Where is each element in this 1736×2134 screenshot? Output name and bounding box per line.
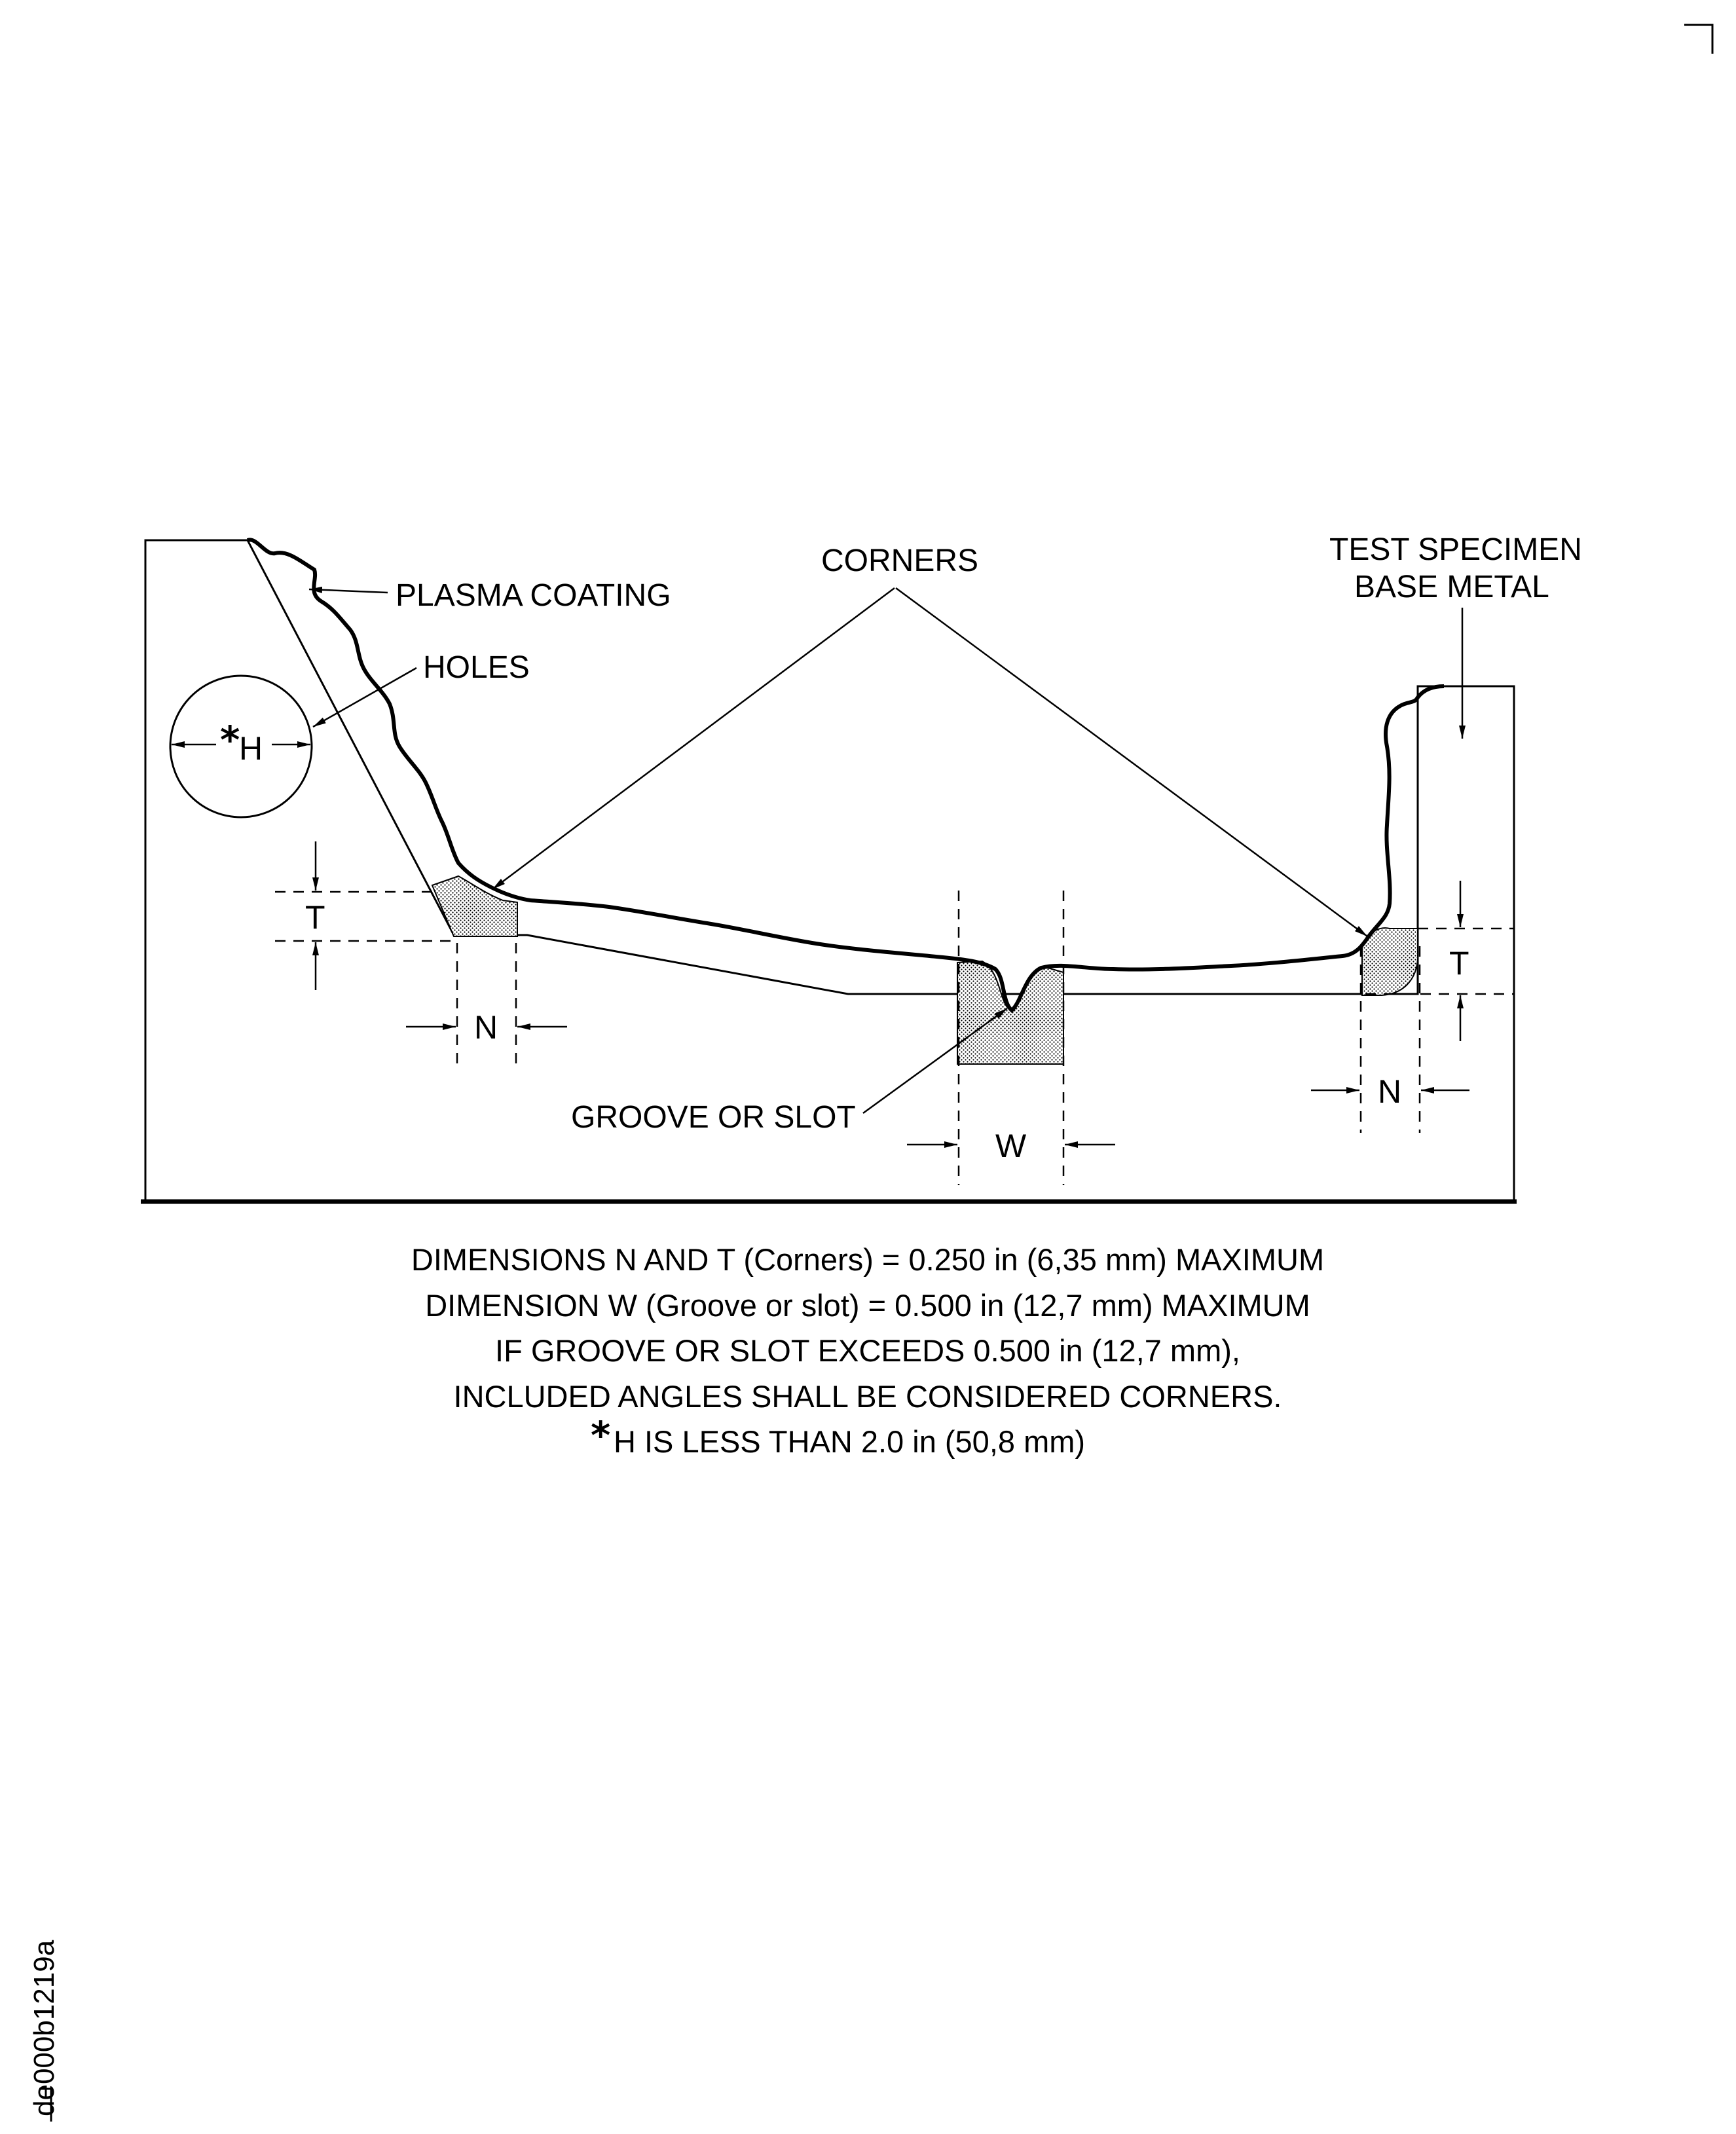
plasma-coating-leader bbox=[308, 586, 388, 594]
corners-leader-left bbox=[492, 587, 895, 891]
note-line-2: DIMENSION W (Groove or slot) = 0.500 in … bbox=[425, 1288, 1310, 1323]
right-t-label: T bbox=[1449, 945, 1469, 982]
groove-shade bbox=[957, 960, 1064, 1065]
corners-label: CORNERS bbox=[821, 543, 978, 578]
holes-leader bbox=[312, 667, 417, 728]
right-corner-shade bbox=[1361, 927, 1418, 996]
specimen-base-metal bbox=[144, 539, 1515, 1202]
groove-or-slot-leader bbox=[862, 1007, 1008, 1114]
test-specimen-label-line2: BASE METAL bbox=[1354, 570, 1549, 604]
groove-or-slot-label: GROOVE OR SLOT bbox=[571, 1100, 856, 1135]
groove-w-label: W bbox=[995, 1128, 1027, 1164]
right-n-label: N bbox=[1378, 1073, 1401, 1110]
left-n-label: N bbox=[474, 1009, 498, 1046]
holes-label: HOLES bbox=[423, 650, 530, 685]
note-line-4: INCLUDED ANGLES SHALL BE CONSIDERED CORN… bbox=[454, 1379, 1282, 1414]
note-line-5: H IS LESS THAN 2.0 in (50,8 mm) bbox=[614, 1424, 1085, 1459]
test-specimen-label-line1: TEST SPECIMEN bbox=[1329, 532, 1582, 567]
note-line-1: DIMENSIONS N AND T (Corners) = 0.250 in … bbox=[411, 1242, 1324, 1277]
hole-dim-asterisk: * bbox=[220, 718, 240, 762]
plasma-coating-surface bbox=[246, 538, 1445, 1013]
crop-mark-bottom-left bbox=[39, 2088, 52, 2122]
crop-mark-top-right bbox=[1684, 24, 1714, 54]
left-t-label: T bbox=[305, 899, 325, 936]
figure-code: de000b1219a bbox=[28, 1940, 60, 2116]
left-corner-shade bbox=[431, 875, 518, 937]
hole-circle bbox=[169, 674, 313, 819]
plasma-coating-label: PLASMA COATING bbox=[396, 578, 671, 613]
note-asterisk: * bbox=[591, 1413, 610, 1458]
note-line-3: IF GROOVE OR SLOT EXCEEDS 0.500 in (12,7… bbox=[495, 1333, 1240, 1368]
hole-dim-label: H bbox=[239, 730, 263, 767]
corners-leader-right bbox=[895, 587, 1368, 938]
